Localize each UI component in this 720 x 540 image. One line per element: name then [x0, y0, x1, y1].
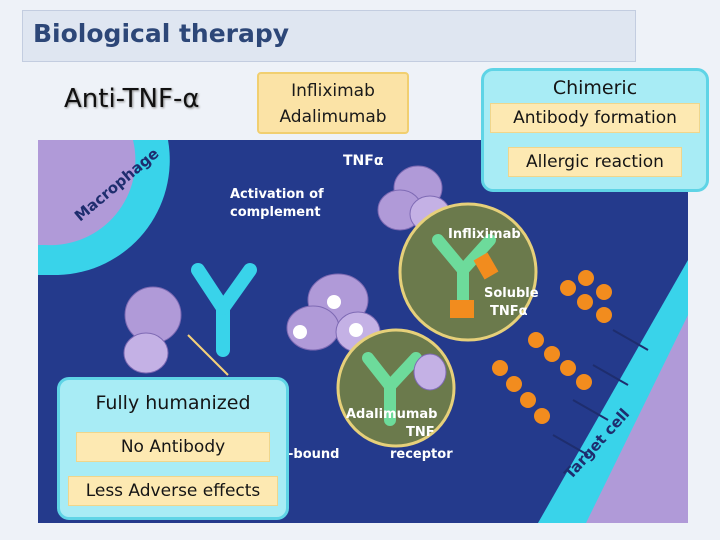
- adalimumab-antibody: [362, 352, 447, 426]
- macrophage-cell: [38, 140, 136, 246]
- page-title: Biological therapy: [33, 19, 290, 48]
- soluble-tnf-particles: [492, 270, 612, 424]
- activation-label: Activation of: [230, 187, 324, 202]
- binding-arrow: [187, 334, 229, 376]
- anti-tnf-label: Anti-TNF-α: [64, 84, 200, 114]
- title-bar: Biological therapy: [22, 10, 636, 62]
- humanized-callout: Fully humanized No Antibody Less Adverse…: [57, 377, 289, 520]
- infliximab-label: Infliximab: [448, 227, 521, 242]
- infliximab-antibody: [432, 234, 499, 318]
- bound-label: -bound: [288, 447, 339, 462]
- drug-names-box: Infliximab Adalimumab: [257, 72, 409, 134]
- adalimumab-label: Adalimumab: [346, 407, 437, 422]
- chimeric-item-allergic-reaction: Allergic reaction: [508, 147, 682, 177]
- soluble-label: Soluble: [484, 286, 539, 301]
- drug-name-infliximab: Infliximab: [291, 81, 375, 101]
- chimeric-item-antibody-formation: Antibody formation: [490, 103, 700, 133]
- soluble-tnf-label: TNFα: [490, 304, 528, 319]
- humanized-heading: Fully humanized: [95, 392, 251, 414]
- complement-label: complement: [230, 205, 321, 220]
- chimeric-callout: Chimeric Antibody formation Allergic rea…: [481, 68, 709, 192]
- tnf-label-top: TNFα: [343, 153, 384, 169]
- humanized-item-less-adverse: Less Adverse effects: [68, 476, 278, 506]
- drug-name-adalimumab: Adalimumab: [279, 107, 387, 127]
- receptor-label: receptor: [390, 447, 453, 462]
- target-cell: [538, 260, 688, 523]
- mechanism-illustration: Macrophage TNFα Activation of complement: [38, 140, 688, 523]
- tnf-label-bottom: TNF: [406, 425, 435, 440]
- membrane-antibody: [123, 263, 257, 374]
- mechanism-diagram: Macrophage TNFα Activation of complement: [38, 140, 688, 523]
- complement-cluster: [286, 273, 381, 353]
- humanized-item-no-antibody: No Antibody: [76, 432, 270, 462]
- chimeric-heading: Chimeric: [552, 77, 638, 99]
